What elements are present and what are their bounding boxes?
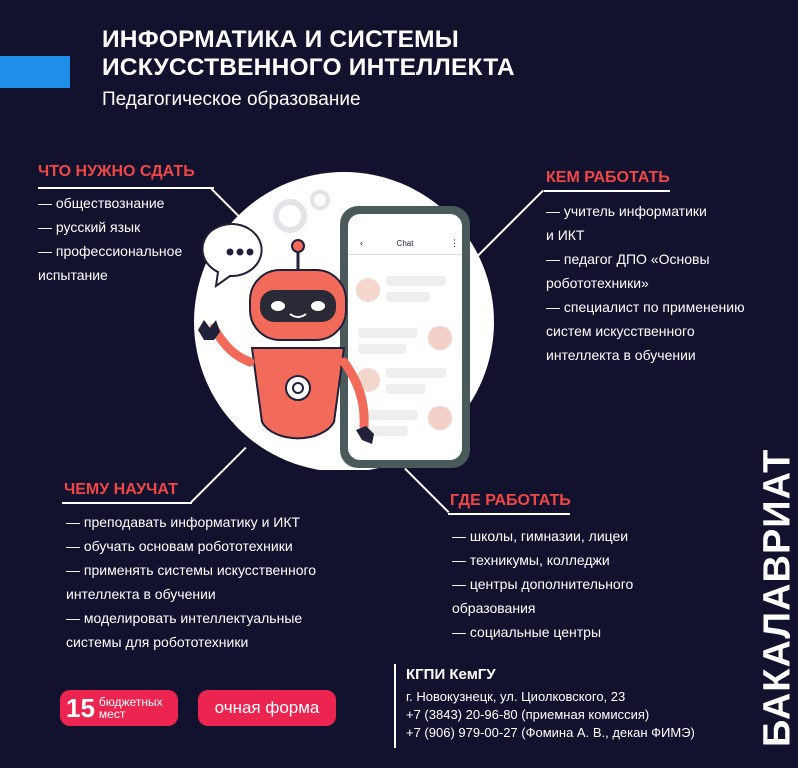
careers-list: — учитель информатики и ИКТ — педагог ДП… — [546, 199, 745, 367]
list-item: и ИКТ — [546, 227, 585, 243]
list-item: — применять системы искусственного — [66, 562, 317, 578]
page-title: ИНФОРМАТИКА И СИСТЕМЫ ИСКУССТВЕННОГО ИНТ… — [102, 26, 515, 82]
careers-heading: КЕМ РАБОТАТЬ — [546, 169, 670, 186]
budget-places-count: 15 — [66, 692, 95, 723]
list-item: образования — [452, 600, 536, 616]
skills-underline — [62, 502, 192, 504]
study-form-badge: очная форма — [198, 690, 336, 726]
robot-avatar-icon-2 — [428, 406, 452, 430]
workplaces-heading: ГДЕ РАБОТАТЬ — [450, 492, 571, 509]
back-arrow-icon: ‹ — [360, 238, 363, 248]
budget-places-label: бюджетных мест — [98, 695, 163, 721]
phone-dean: +7 (906) 979-00-27 (Фомина А. В., декан … — [406, 725, 695, 740]
list-item: — школы, гимназии, лицеи — [452, 528, 629, 544]
list-item: системы для робототехники — [66, 634, 249, 650]
accent-bar — [0, 56, 70, 88]
exams-list: — обществознание — русский язык — профес… — [38, 191, 182, 287]
list-item: — профессиональное — [38, 243, 183, 259]
contacts-divider — [394, 664, 396, 748]
gear-icon-small — [310, 190, 330, 210]
list-item: — обществознание — [38, 195, 165, 211]
address: г. Новокузнецк, ул. Циолковского, 23 — [406, 689, 626, 704]
skills-heading: ЧЕМУ НАУЧАТ — [64, 481, 178, 498]
skills-list: — преподавать информатику и ИКТ — обучат… — [66, 510, 316, 654]
exams-underline — [38, 187, 214, 189]
robot-avatar-icon — [428, 326, 452, 350]
phone-mockup: Chat ‹ ⋮ — [340, 206, 470, 468]
chat-label: Chat — [397, 239, 415, 248]
list-item: — социальные центры — [452, 624, 602, 640]
gear-icon — [273, 199, 307, 233]
budget-places-badge: 15 бюджетных мест — [60, 690, 178, 726]
list-item: — центры дополнительного — [452, 576, 634, 592]
exams-heading: ЧТО НУЖНО СДАТЬ — [38, 163, 195, 180]
speech-bubble-icon — [201, 223, 263, 289]
side-label: БАКАЛАВРИАТ — [756, 448, 798, 748]
list-item: — обучать основам робототехники — [66, 538, 293, 554]
list-item: интеллекта в обучении — [66, 586, 216, 602]
organization-name: КГПИ КемГУ — [406, 666, 496, 683]
robot-icon — [198, 239, 374, 444]
title-line-1: ИНФОРМАТИКА И СИСТЕМЫ — [102, 26, 459, 53]
list-item: — преподавать информатику и ИКТ — [66, 514, 301, 530]
robot-chat-illustration: Chat ‹ ⋮ — [194, 172, 494, 470]
list-item: испытание — [38, 267, 108, 283]
contacts-block: КГПИ КемГУ г. Новокузнецк, ул. Циолковск… — [406, 666, 695, 742]
user-avatar-icon — [356, 278, 380, 302]
list-item: — техникумы, колледжи — [452, 552, 610, 568]
careers-underline — [544, 190, 670, 192]
list-item: интеллекта в обучении — [546, 347, 696, 363]
list-item: — моделировать интеллектуальные — [66, 610, 303, 626]
list-item: — специалист по применению — [546, 299, 745, 315]
phone-admissions: +7 (3843) 20-96-80 (приемная комиссия) — [406, 707, 650, 722]
list-item: — педагог ДПО «Основы — [546, 251, 710, 267]
list-item: — учитель информатики — [546, 203, 707, 219]
workplaces-list: — школы, гимназии, лицеи — техникумы, ко… — [452, 524, 633, 644]
title-line-2: ИСКУССТВЕННОГО ИНТЕЛЛЕКТА — [102, 54, 515, 81]
list-item: систем искусственного — [546, 323, 695, 339]
page-subtitle: Педагогическое образование — [102, 89, 361, 110]
workplaces-connector — [404, 468, 450, 513]
workplaces-underline — [448, 513, 570, 515]
list-item: — русский язык — [38, 219, 141, 235]
menu-dots-icon: ⋮ — [450, 238, 459, 248]
list-item: робототехники» — [546, 275, 649, 291]
